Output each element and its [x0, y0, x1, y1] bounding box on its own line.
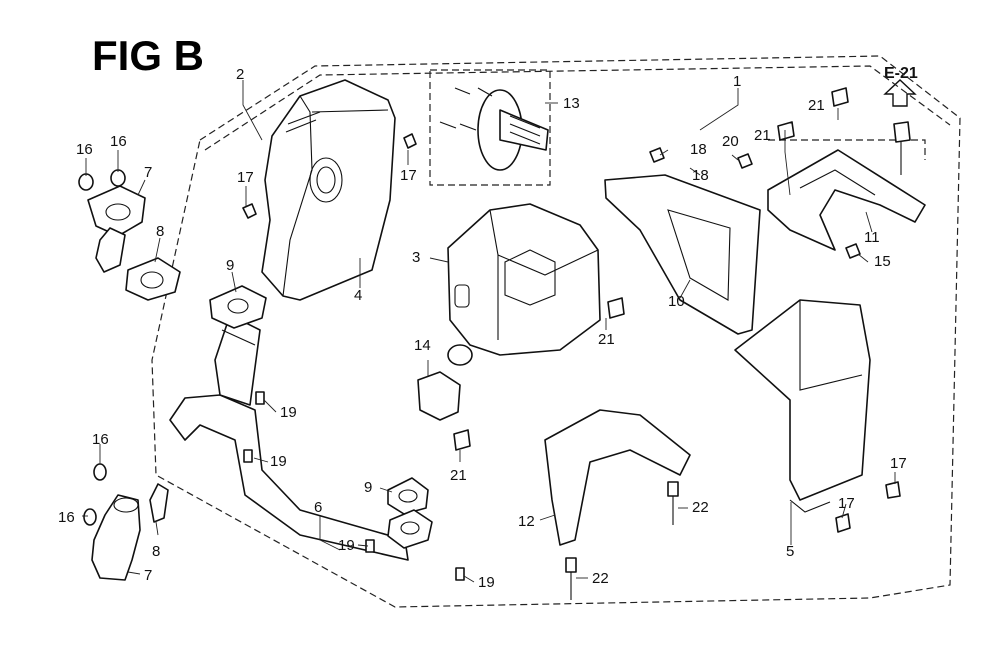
callout-16: 16: [92, 431, 109, 448]
callout-21: 21: [450, 467, 467, 484]
callout-3: 3: [412, 249, 420, 266]
callout-9: 9: [364, 479, 372, 496]
callout-17: 17: [890, 455, 907, 472]
callout-11: 11: [864, 229, 880, 246]
callout-22: 22: [592, 570, 609, 587]
callout-1: 1: [733, 73, 741, 90]
assembly-boundary: [151, 55, 961, 608]
part-11-bracket: [767, 149, 926, 251]
callout-19: 19: [270, 453, 287, 470]
callout-20: 20: [722, 133, 739, 150]
callout-2: 2: [236, 66, 244, 83]
figure-title: FIG B: [92, 32, 204, 79]
callout-16: 16: [110, 133, 127, 150]
callout-5: 5: [786, 543, 794, 560]
callout-labels: 2 13 1 16 16 7 8 17 17 4 9 3 18 18 20 21…: [58, 66, 907, 591]
part-7-exhaust-joint-upper: [78, 169, 146, 273]
part-8-gasket-lower: [149, 483, 169, 523]
callout-8: 8: [152, 543, 160, 560]
callout-4: 4: [354, 287, 362, 304]
part-12-muffler-stay: [544, 409, 691, 546]
callout-21: 21: [754, 127, 771, 144]
callout-22: 22: [692, 499, 709, 516]
callout-18: 18: [690, 141, 707, 158]
callout-21: 21: [808, 97, 825, 114]
leader-lines: [82, 80, 896, 583]
part-14-clamp: [417, 371, 461, 421]
callout-10: 10: [668, 293, 685, 310]
reference-arrow-icon: [883, 79, 917, 107]
callout-17: 17: [400, 167, 417, 184]
callout-21: 21: [598, 331, 615, 348]
callout-7: 7: [144, 567, 152, 584]
bolt-icons: [242, 87, 911, 600]
part-8-gasket-upper: [125, 257, 181, 301]
part-6-exhaust-pipe: [169, 314, 409, 561]
part-5-protector: [734, 299, 871, 513]
callout-19: 19: [478, 574, 495, 591]
reference-label: E-21: [884, 65, 918, 82]
callout-6: 6: [314, 499, 322, 516]
part-2-muffler-cover: [261, 79, 396, 301]
part-13-spark-arrester: [439, 87, 549, 171]
callout-16: 16: [58, 509, 75, 526]
callout-18: 18: [692, 167, 709, 184]
callout-19: 19: [338, 537, 355, 554]
callout-13: 13: [563, 95, 580, 112]
part-7-exhaust-joint-lower: [83, 463, 141, 581]
callout-9: 9: [226, 257, 234, 274]
callout-17: 17: [237, 169, 254, 186]
callout-14: 14: [414, 337, 431, 354]
callout-15: 15: [874, 253, 891, 270]
callout-16: 16: [76, 141, 93, 158]
part-10-bracket: [604, 174, 761, 335]
callout-7: 7: [144, 164, 152, 181]
part-9-gasket-upper: [209, 285, 267, 329]
callout-19: 19: [280, 404, 297, 421]
part-3-muffler: [447, 203, 601, 366]
callout-17: 17: [838, 495, 855, 512]
callout-12: 12: [518, 513, 535, 530]
callout-8: 8: [156, 223, 164, 240]
part-9-gasket-lower: [387, 477, 433, 549]
